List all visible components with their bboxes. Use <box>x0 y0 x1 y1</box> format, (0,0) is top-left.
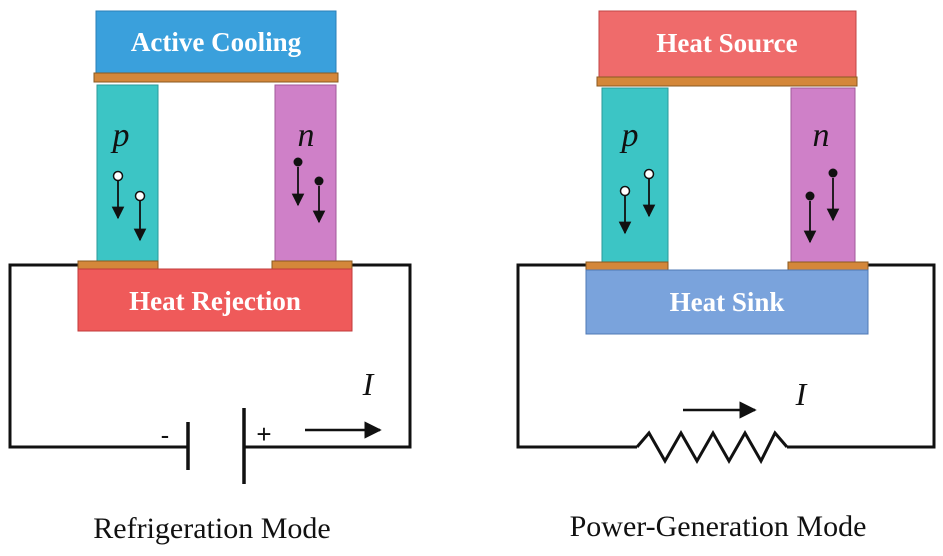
n-type-leg <box>790 87 856 265</box>
heat-sink-box <box>585 269 869 335</box>
bottom-connector-left <box>585 261 669 271</box>
heat-rejection-box <box>77 268 353 332</box>
active-cooling-label: Active Cooling <box>131 27 302 57</box>
hole-carrier-arrows <box>618 168 656 235</box>
top-connector-strip <box>93 72 339 83</box>
bottom-connector-right <box>787 261 869 271</box>
heat-source-box <box>598 10 857 78</box>
electron-carrier-arrows <box>803 168 840 244</box>
power-generation-caption: Power-Generation Mode <box>570 510 867 543</box>
current-label: I <box>362 366 375 402</box>
n-leg-label: n <box>813 117 830 154</box>
heat-source-label: Heat Source <box>656 28 797 58</box>
power-generation-module: Heat Source p n Heat Sink I Power-Gene <box>516 10 936 543</box>
battery-symbol <box>186 408 246 484</box>
n-leg-label: n <box>298 117 315 154</box>
heat-sink-label: Heat Sink <box>670 287 785 317</box>
heat-rejection-label: Heat Rejection <box>129 286 301 316</box>
hole-carrier-arrows <box>111 170 147 242</box>
battery-minus-sign: - <box>161 420 170 450</box>
refrigeration-circuit-wire <box>8 263 412 449</box>
p-leg-label: p <box>620 117 639 154</box>
active-cooling-box <box>95 10 337 74</box>
p-type-leg <box>601 87 669 265</box>
refrigeration-caption: Refrigeration Mode <box>93 512 330 545</box>
bottom-connector-left <box>77 260 159 270</box>
power-generation-circuit-wire <box>516 263 936 449</box>
electron-carrier-arrows <box>291 157 326 224</box>
top-connector-strip <box>596 76 858 87</box>
p-type-leg <box>96 84 159 262</box>
n-type-leg <box>274 84 337 262</box>
bottom-connector-right <box>271 260 353 270</box>
battery-plus-sign: + <box>256 419 271 449</box>
current-label: I <box>795 376 808 412</box>
refrigeration-module: Active Cooling p n Heat Rejection <box>8 10 412 545</box>
p-leg-label: p <box>111 117 130 154</box>
resistor-symbol <box>635 429 789 465</box>
